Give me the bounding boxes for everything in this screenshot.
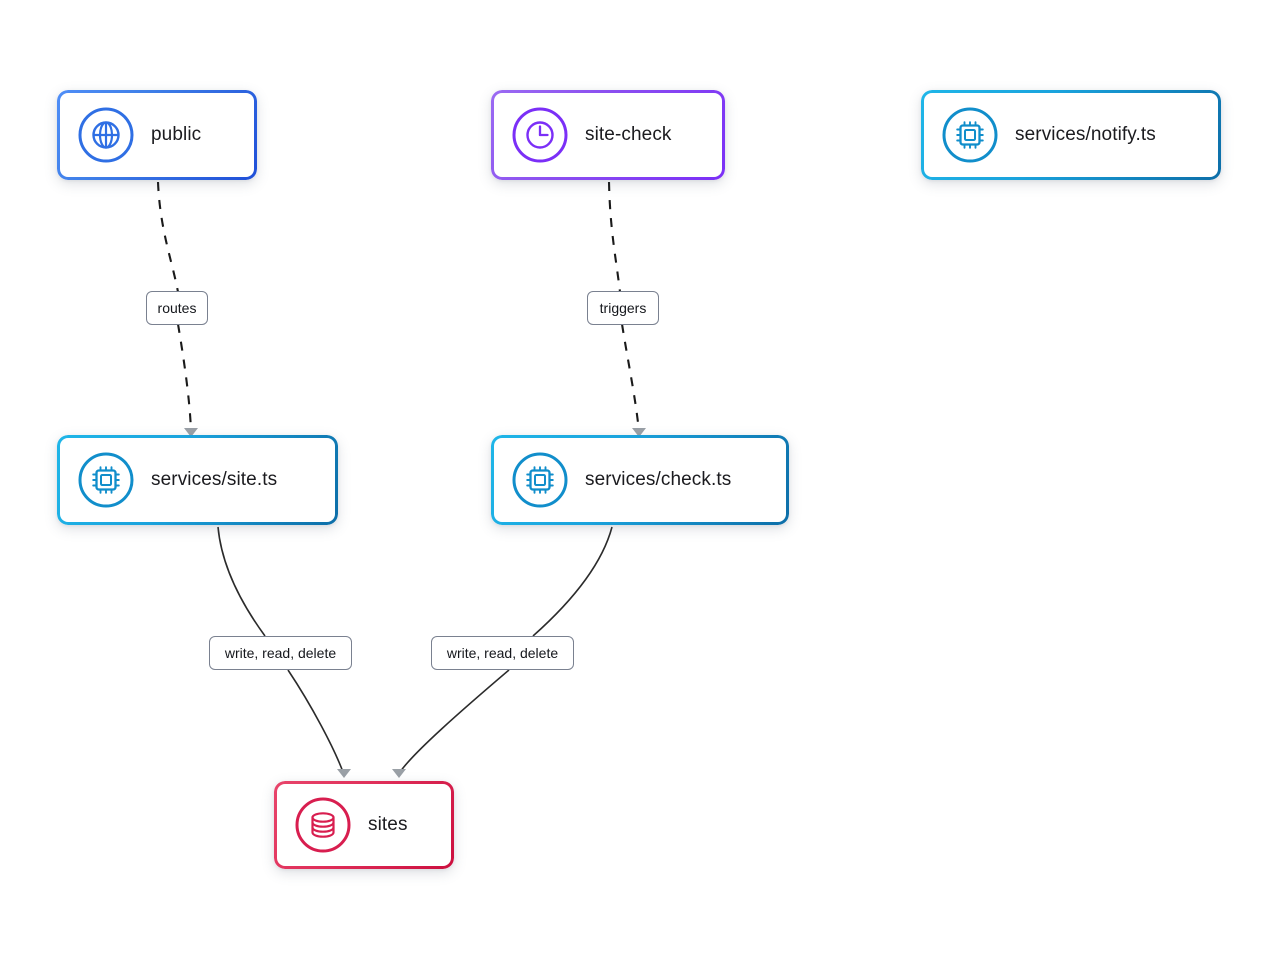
- arrowhead-check-to-sites: [392, 769, 406, 778]
- node-services-site-ts[interactable]: services/site.ts: [57, 435, 338, 525]
- node-label: site-check: [585, 124, 672, 145]
- edge-label-routes[interactable]: routes: [146, 291, 208, 325]
- edge-label-triggers[interactable]: triggers: [587, 291, 659, 325]
- database-icon: [294, 796, 352, 854]
- arrowhead-site-to-sites: [337, 769, 351, 778]
- node-public[interactable]: public: [57, 90, 257, 180]
- node-sites[interactable]: sites: [274, 781, 454, 869]
- node-label: public: [151, 124, 202, 145]
- node-label: sites: [368, 814, 408, 835]
- node-label: services/check.ts: [585, 469, 732, 490]
- node-site-check[interactable]: site-check: [491, 90, 725, 180]
- chip-icon: [77, 451, 135, 509]
- chip-icon: [941, 106, 999, 164]
- edge-label-write-read-delete-check[interactable]: write, read, delete: [431, 636, 574, 670]
- node-services-notify-ts[interactable]: services/notify.ts: [921, 90, 1221, 180]
- clock-icon: [511, 106, 569, 164]
- edge-label-write-read-delete-site[interactable]: write, read, delete: [209, 636, 352, 670]
- globe-icon: [77, 106, 135, 164]
- node-services-check-ts[interactable]: services/check.ts: [491, 435, 789, 525]
- node-label: services/site.ts: [151, 469, 278, 490]
- chip-icon: [511, 451, 569, 509]
- node-label: services/notify.ts: [1015, 124, 1156, 145]
